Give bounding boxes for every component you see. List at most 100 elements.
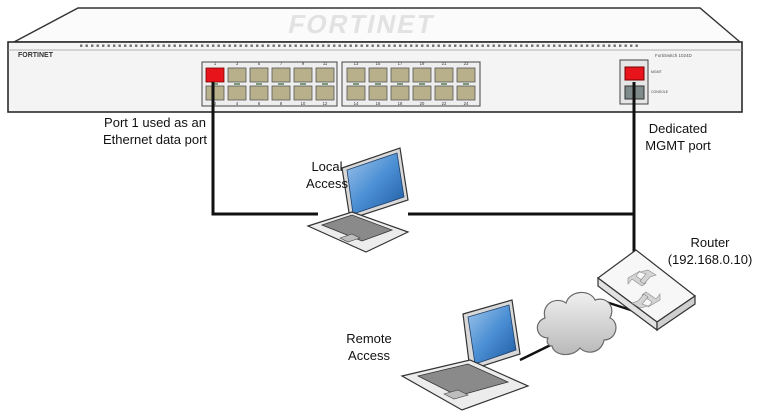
switch-port[interactable]: [227, 85, 247, 101]
router-arrows-icon: [627, 269, 661, 309]
vent-dot: [421, 44, 424, 47]
port-number-top: 9: [302, 61, 305, 66]
vent-dot: [289, 44, 292, 47]
vent-dot: [96, 44, 99, 47]
console-port-label: CONSOLE: [651, 90, 669, 94]
vent-dot: [217, 44, 220, 47]
port-1-highlighted[interactable]: [205, 67, 225, 83]
local-laptop: [306, 147, 410, 253]
vent-dot: [371, 44, 374, 47]
vent-dot: [283, 44, 286, 47]
switch-port[interactable]: [205, 85, 225, 101]
port1-label-line2: Ethernet data port: [102, 132, 208, 147]
vent-dot: [635, 44, 638, 47]
switch-port[interactable]: [456, 67, 476, 83]
port-block-left-frame: [201, 61, 338, 107]
vent-dot: [179, 44, 182, 47]
vent-dot: [514, 44, 517, 47]
vent-dot: [206, 44, 209, 47]
vent-dot: [470, 44, 473, 47]
vent-dot: [223, 44, 226, 47]
vent-dot: [360, 44, 363, 47]
vent-dot: [311, 44, 314, 47]
port-number-top: 5: [258, 61, 261, 66]
port-number-bottom: 6: [258, 101, 261, 106]
vent-dot: [553, 44, 556, 47]
vent-dot: [316, 44, 319, 47]
vent-dot: [498, 44, 501, 47]
vent-dot: [250, 44, 253, 47]
mgmt-label-line1: Dedicated: [648, 121, 708, 136]
router-label: Router (192.168.0.10): [664, 234, 756, 268]
mgmt-port-label: MGMT: [651, 70, 663, 74]
vent-dot: [509, 44, 512, 47]
switch-port[interactable]: [249, 67, 269, 83]
switch-port[interactable]: [249, 85, 269, 101]
port1-label: Port 1 used as an Ethernet data port: [92, 114, 218, 148]
switch-port[interactable]: [227, 67, 247, 83]
vent-dot: [355, 44, 358, 47]
port-led: [278, 83, 284, 85]
vent-dot: [487, 44, 490, 47]
switch-vent-dots: [80, 44, 638, 47]
vent-dot: [630, 44, 633, 47]
vent-dot: [212, 44, 215, 47]
port-led: [419, 83, 425, 85]
vent-dot: [580, 44, 583, 47]
vent-dot: [476, 44, 479, 47]
vent-dot: [102, 44, 105, 47]
switch-port[interactable]: [271, 85, 291, 101]
port-led: [212, 83, 218, 85]
switch-port[interactable]: [412, 67, 432, 83]
vent-dot: [267, 44, 270, 47]
switch-port[interactable]: [315, 67, 335, 83]
port-led: [322, 83, 328, 85]
switch-port[interactable]: [434, 67, 454, 83]
port-number-top: 19: [420, 61, 425, 66]
vent-dot: [377, 44, 380, 47]
remote-access-label-line1: Remote: [346, 331, 392, 346]
vent-dot: [492, 44, 495, 47]
mgmt-port[interactable]: [624, 66, 645, 81]
switch-port[interactable]: [346, 85, 366, 101]
remote-laptop-screen: [467, 304, 517, 365]
switch-port[interactable]: [434, 85, 454, 101]
remote-laptop-keyboard: [416, 363, 510, 397]
switch-port[interactable]: [293, 85, 313, 101]
cable-port1-to-laptop: [211, 82, 318, 216]
vent-dot: [591, 44, 594, 47]
port-block-left: [201, 61, 338, 107]
vent-dot: [448, 44, 451, 47]
vent-dot: [322, 44, 325, 47]
switch-lid-logo: FORTINET: [286, 9, 438, 39]
local-laptop-screen: [346, 152, 405, 215]
switch-port[interactable]: [271, 67, 291, 83]
port-number-top: 15: [376, 61, 381, 66]
switch-port[interactable]: [368, 85, 388, 101]
switch-port[interactable]: [390, 67, 410, 83]
vent-dot: [558, 44, 561, 47]
port-number-bottom: 4: [236, 101, 239, 106]
switch-port[interactable]: [456, 85, 476, 101]
port-number-top: 7: [280, 61, 283, 66]
switch-port[interactable]: [412, 85, 432, 101]
switch-port[interactable]: [368, 67, 388, 83]
vent-dot: [525, 44, 528, 47]
vent-dot: [107, 44, 110, 47]
switch-port[interactable]: [390, 85, 410, 101]
router-side: [656, 294, 696, 332]
vent-dot: [520, 44, 523, 47]
vent-dot: [586, 44, 589, 47]
local-laptop-touchpad: [339, 233, 361, 243]
router-label-line1: Router: [690, 235, 730, 250]
vent-dot: [113, 44, 116, 47]
port-led: [463, 83, 469, 85]
switch-port[interactable]: [346, 67, 366, 83]
switch-port[interactable]: [315, 85, 335, 101]
switch-port[interactable]: [293, 67, 313, 83]
vent-dot: [168, 44, 171, 47]
vent-dot: [245, 44, 248, 47]
